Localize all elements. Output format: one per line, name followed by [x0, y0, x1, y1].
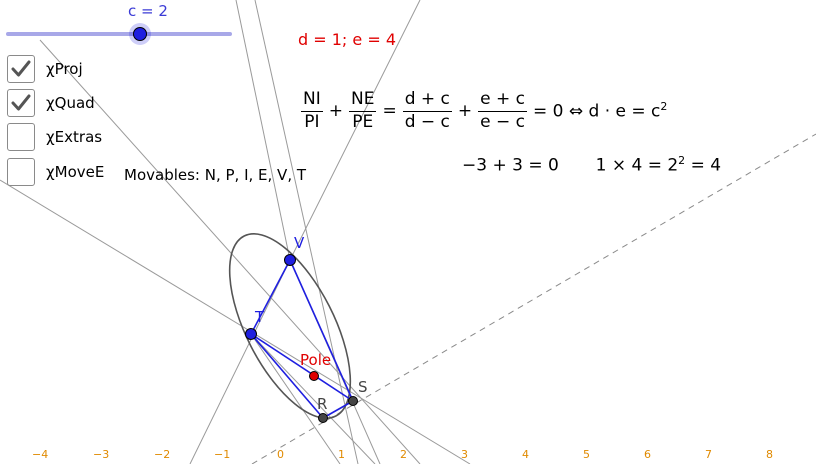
line-through-s — [254, 0, 359, 464]
fraction-denominator: PI — [304, 111, 320, 132]
numeric-sum: −3 + 3 = 0 — [462, 155, 559, 176]
x-axis-ticks: −4 −3 −2 −1 0 1 2 3 4 5 6 7 8 — [32, 448, 773, 461]
tick-label: 7 — [705, 448, 712, 461]
equals-sign: = — [382, 101, 397, 122]
plus-sign: + — [328, 101, 343, 122]
fraction-denominator: PE — [352, 111, 374, 132]
checkmark-icon — [11, 94, 31, 111]
checkbox-extras-label: χExtras — [46, 128, 103, 146]
checkbox-proj-label: χProj — [46, 60, 83, 78]
tick-label: 0 — [277, 448, 284, 461]
tick-label: −1 — [214, 448, 230, 461]
slider-c-knob[interactable] — [133, 27, 147, 41]
tick-label: 1 — [338, 448, 345, 461]
fraction-numerator: NI — [301, 89, 323, 112]
edge-r-s — [322, 400, 354, 419]
fraction-ne-pe: NE PE — [348, 89, 377, 132]
point-pole[interactable] — [309, 371, 319, 381]
checkbox-proj-box[interactable] — [7, 55, 35, 83]
checkmark-icon — [11, 60, 31, 77]
label-r: R — [317, 395, 327, 413]
tick-label: −3 — [93, 448, 109, 461]
tick-label: 4 — [522, 448, 529, 461]
checkbox-quad-label: χQuad — [46, 94, 95, 112]
numeric-check: −3 + 3 = 0 1 × 4 = 22 = 4 — [462, 154, 721, 176]
formula-tail-text: = 0 ⇔ d · e = c — [533, 101, 661, 122]
label-pole: Pole — [300, 351, 331, 369]
plus-sign: + — [457, 101, 473, 122]
slider-c-track[interactable] — [6, 32, 232, 36]
d-e-values: d = 1; e = 4 — [298, 30, 396, 49]
checkbox-quad-box[interactable] — [7, 89, 35, 117]
edge-v-t — [250, 259, 291, 335]
edge-v-s — [289, 259, 354, 402]
line-through-t-1 — [39, 39, 421, 464]
movables-text: Movables: N, P, I, E, V, T — [124, 166, 307, 184]
label-v: V — [294, 234, 305, 252]
tick-label: 2 — [400, 448, 407, 461]
tick-label: 5 — [583, 448, 590, 461]
conic-ellipse[interactable] — [205, 216, 375, 436]
line-through-t-4 — [250, 333, 376, 464]
checkbox-movee-label: χMoveE — [46, 163, 105, 181]
fraction-numerator: d + c — [402, 89, 452, 112]
line-through-t-2 — [0, 179, 471, 464]
point-s[interactable] — [348, 396, 358, 406]
tick-label: −4 — [32, 448, 48, 461]
line-through-t-3 — [250, 333, 341, 464]
fraction-ni-pi: NI PI — [301, 89, 323, 132]
point-t[interactable] — [245, 328, 257, 340]
line-through-v-1 — [235, 0, 291, 261]
line-through-v-2 — [289, 0, 421, 261]
line-through-v-3 — [189, 259, 291, 464]
tick-label: 6 — [644, 448, 651, 461]
exponent: 2 — [660, 100, 668, 114]
exponent: 2 — [678, 154, 686, 167]
numeric-product: 1 × 4 = 2 — [595, 155, 679, 176]
polar-dashed-line — [251, 133, 816, 464]
construction-lines — [0, 0, 471, 464]
label-t: T — [254, 308, 265, 326]
slider-c-label: c = 2 — [128, 2, 168, 20]
checkbox-extras-box[interactable] — [7, 123, 35, 151]
fraction-d: d + c d − c — [402, 89, 452, 132]
numeric-product-result: = 4 — [685, 155, 722, 176]
fraction-denominator: e − c — [480, 111, 526, 132]
formula-tail: = 0 ⇔ d · e = c2 — [533, 100, 667, 122]
fraction-numerator: e + c — [478, 89, 528, 112]
fraction-denominator: d − c — [404, 111, 450, 132]
blue-quadrilateral — [250, 259, 354, 419]
checkbox-movee-box[interactable] — [7, 158, 35, 186]
tick-label: 8 — [766, 448, 773, 461]
edge-t-r — [250, 333, 324, 419]
fraction-numerator: NE — [348, 89, 377, 112]
point-v[interactable] — [284, 254, 296, 266]
label-s: S — [358, 378, 368, 396]
cross-ratio-formula: NI PI + NE PE = d + c d − c + e + c e − … — [298, 89, 670, 132]
tick-label: 3 — [461, 448, 468, 461]
fraction-e: e + c e − c — [478, 89, 528, 132]
edge-t-s — [250, 333, 354, 402]
tick-label: −2 — [154, 448, 170, 461]
point-r[interactable] — [318, 413, 328, 423]
